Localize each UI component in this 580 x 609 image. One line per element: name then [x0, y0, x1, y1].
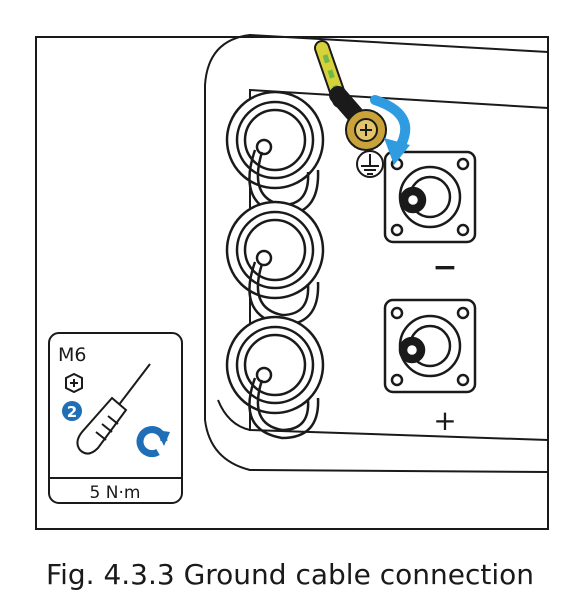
- step-badge: [62, 401, 82, 421]
- ground-symbol: [356, 150, 384, 178]
- positive-terminal: [383, 298, 477, 394]
- ground-connection-illustration: − + M6: [35, 33, 549, 530]
- connector-cap-1: [225, 90, 325, 217]
- clockwise-rotation-icon: [136, 426, 170, 458]
- tightening-arrow-head: [384, 138, 410, 165]
- torque-label: 5 N·m: [90, 483, 141, 503]
- screwdriver-icon: [76, 363, 151, 455]
- figure-caption: Fig. 4.3.3 Ground cable connection: [46, 558, 534, 591]
- hex-bolt-icon: [65, 372, 83, 394]
- bolt-size-label: M6: [58, 344, 86, 366]
- negative-terminal: [383, 150, 477, 244]
- ring-lug: [345, 109, 387, 151]
- connector-cap-3: [225, 315, 325, 440]
- negative-symbol: −: [432, 250, 457, 285]
- tool-inset: M6 2 5 N·m: [48, 332, 183, 504]
- connector-cap-2: [225, 200, 325, 327]
- positive-symbol: +: [433, 404, 456, 437]
- step-number: 2: [67, 403, 77, 421]
- ground-cable: [314, 40, 367, 127]
